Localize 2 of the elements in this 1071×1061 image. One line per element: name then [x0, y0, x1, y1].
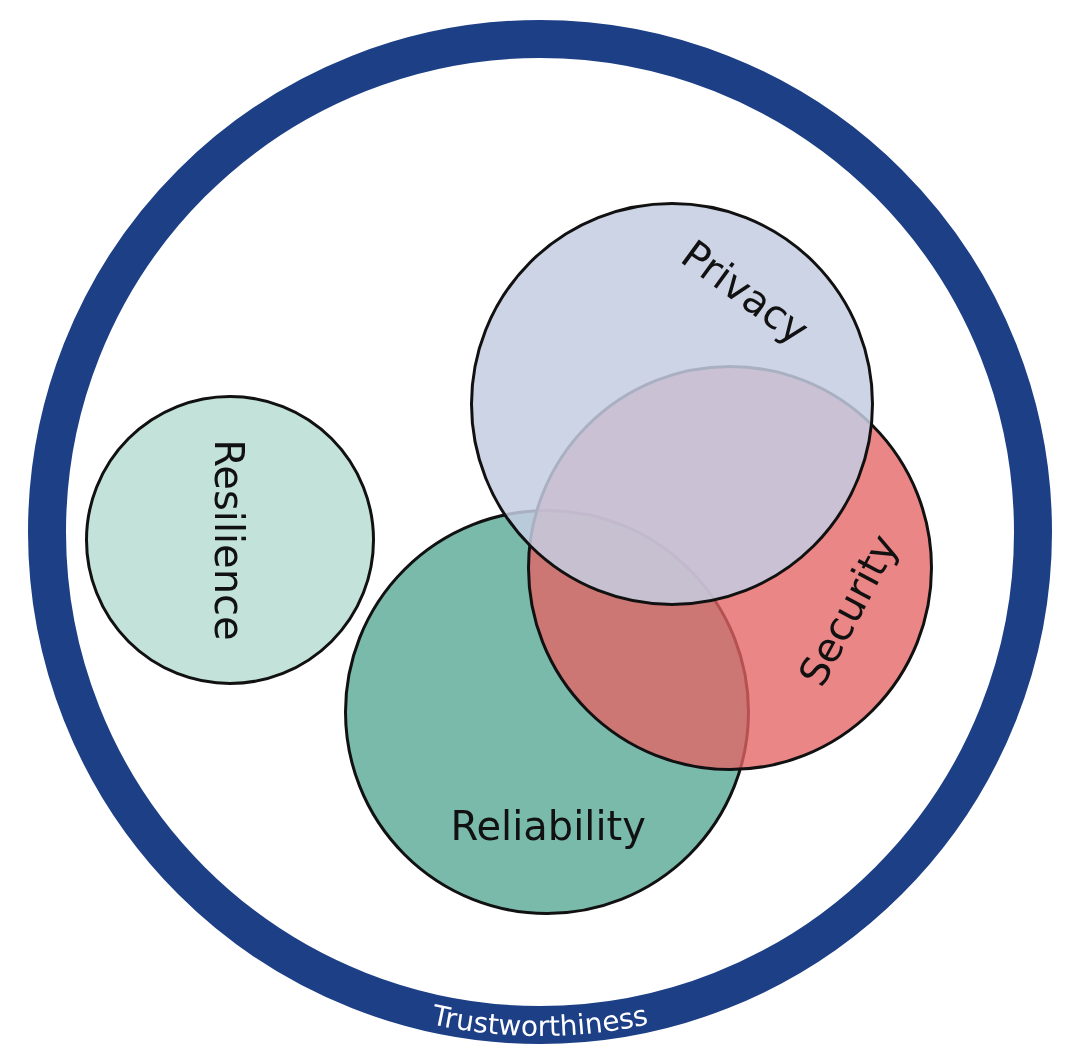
circle-label: Resilience: [208, 439, 249, 641]
ring-label: Trustworthiness: [429, 998, 651, 1044]
